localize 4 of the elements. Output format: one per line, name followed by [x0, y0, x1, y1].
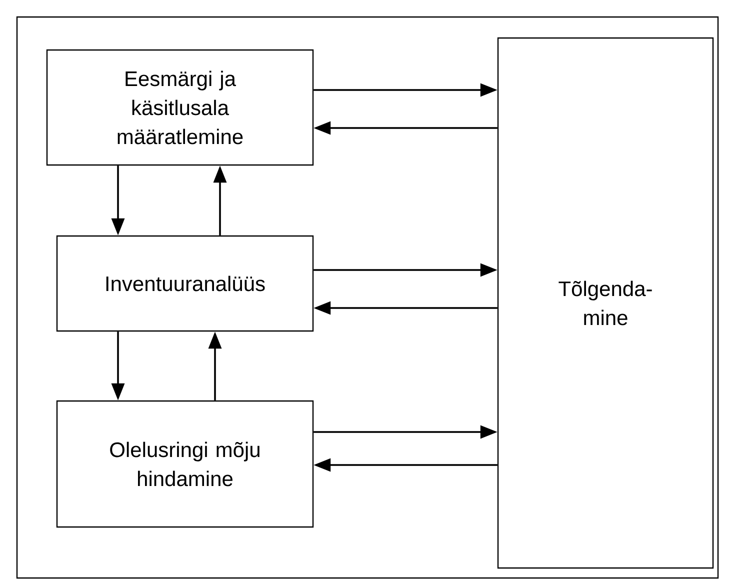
process-box: Inventuuranalüüs — [56, 235, 314, 332]
process-box: Olelusringi mõju hindamine — [56, 400, 314, 528]
process-box: Eesmärgi ja käsitlusala määratlemine — [46, 49, 314, 166]
process-box: Tõlgenda- mine — [497, 37, 714, 569]
